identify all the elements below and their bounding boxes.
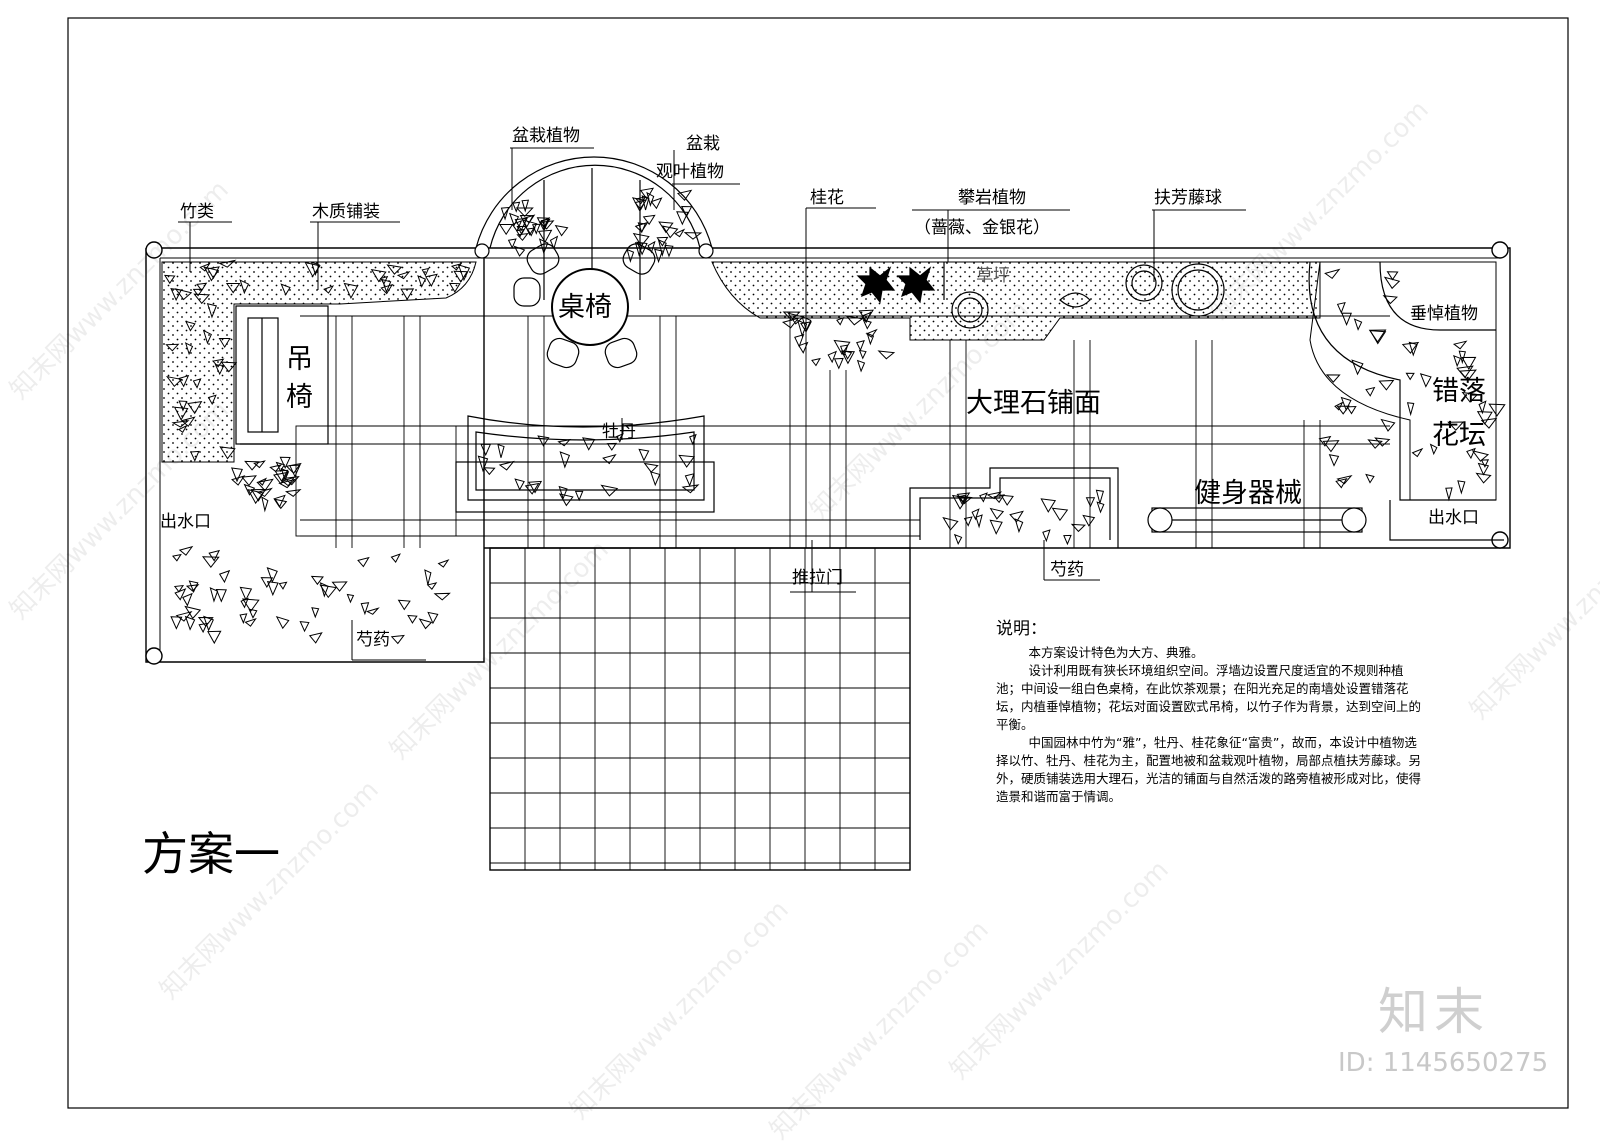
label-wood-paving: 木质铺装 (312, 202, 380, 222)
label-climbing-species: （蔷薇、金银花） (914, 218, 1050, 238)
label-hanging-chair-2: 椅 (286, 382, 313, 413)
label-fitness-equipment: 健身器械 (1194, 478, 1302, 509)
label-hanging-chair-1: 吊 (286, 344, 313, 375)
label-staggered-bed-1: 错落 (1432, 376, 1486, 407)
image-id: ID: 1145650275 (1338, 1048, 1549, 1078)
label-boxwood-ball: 扶芳藤球 (1154, 188, 1222, 208)
notes-paragraph-1: 本方案设计特色为大方、典雅。 (1028, 645, 1204, 660)
hanging-chair (235, 305, 329, 445)
page-title: 方案一 (142, 827, 280, 881)
plant-hatching (163, 187, 1506, 645)
lower-paving-grid (489, 547, 911, 870)
table-chair-area (474, 156, 714, 369)
right-planters (909, 261, 1504, 548)
label-outlet-right: 出水口 (1428, 508, 1479, 528)
notes-heading: 说明： (996, 619, 1047, 639)
label-peony: 牡丹 (602, 422, 636, 442)
label-hanging-plants: 垂悼植物 (1410, 304, 1478, 324)
groundcover-strips (161, 261, 1497, 501)
leader-lines (178, 147, 1246, 661)
label-climbing-plants: 攀岩植物 (958, 188, 1026, 208)
marble-paving-grid (295, 315, 1390, 548)
label-foliage-plants: 观叶植物 (656, 162, 724, 182)
design-notes: 说明： 本方案设计特色为大方、典雅。 设计利用既有狭长环境组织空间。浮墙边设置尺… (996, 620, 1426, 806)
label-sliding-door: 推拉门 (792, 568, 843, 588)
label-potted-plant: 盆栽植物 (512, 126, 580, 146)
label-herbaceous-peony-mid: 芍药 (1050, 560, 1084, 580)
label-outlet-left: 出水口 (160, 512, 211, 532)
fitness-equipment (1147, 507, 1367, 533)
notes-paragraph-3: 中国园林中竹为“雅”，牡丹、桂花象征“富贵”，故而，本设计中植物选择以竹、牡丹、… (996, 735, 1422, 804)
label-herbaceous-peony-left: 芍药 (356, 630, 390, 650)
peony-planter (455, 415, 715, 513)
brand-logo: 知末 (1378, 983, 1490, 1041)
label-potted: 盆栽 (686, 134, 720, 154)
label-osmanthus: 桂花 (810, 188, 844, 208)
label-table-chairs: 桌椅 (558, 292, 612, 323)
label-staggered-bed-2: 花坛 (1432, 420, 1486, 451)
label-lawn: 草坪 (976, 266, 1010, 286)
label-marble-paving: 大理石铺面 (966, 388, 1101, 419)
sheet-frame (67, 17, 1569, 1109)
notes-paragraph-2: 设计利用既有狭长环境组织空间。浮墙边设置尺度适宜的不规则种植池；中间设一组白色桌… (996, 663, 1422, 732)
label-bamboo: 竹类 (180, 202, 214, 222)
shrub-symbols (856, 262, 1225, 329)
